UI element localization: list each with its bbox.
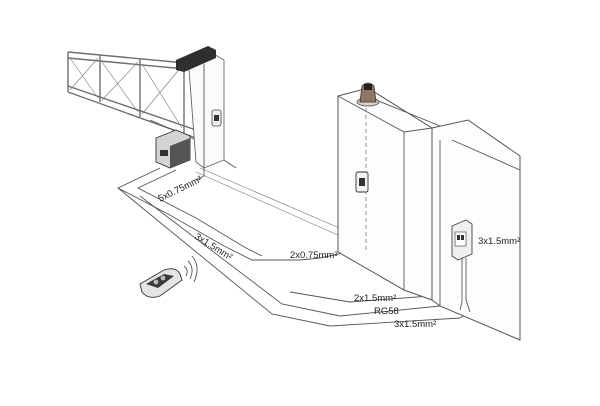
label-wall-box-cable: 3x1.5mm² — [478, 236, 520, 247]
remote-control-icon — [139, 255, 198, 298]
label-lamp-cable: 2x1.5mm² — [354, 293, 396, 304]
label-antenna-cable: RG58 — [374, 306, 399, 317]
pillar-building — [337, 87, 521, 341]
wall-switch-icon — [451, 219, 473, 261]
label-photocell-cable: 2x0.75mm² — [290, 250, 338, 261]
photocell-icon — [355, 171, 369, 193]
label-mains-cable: 3x1.5mm² — [394, 319, 436, 330]
label-remote-run-cable: 3x1.5mm² — [192, 231, 234, 263]
flashing-lamp-icon — [356, 82, 380, 107]
photocell-icon — [211, 109, 222, 127]
label-motor-cable: 5x0.75mm² — [156, 174, 204, 205]
gate-post — [176, 46, 225, 169]
gate-motor-icon — [155, 129, 191, 169]
sliding-gate — [67, 51, 197, 141]
